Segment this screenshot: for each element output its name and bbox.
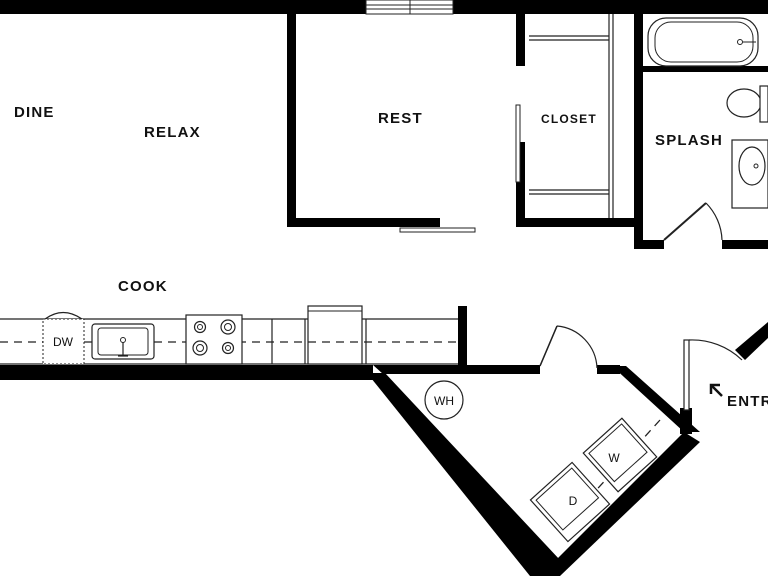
room-label-cook: COOK: [118, 278, 168, 295]
room-label-dine: DINE: [14, 104, 55, 121]
rest-west-wall: [287, 14, 296, 227]
laundry-bottom-wall: [540, 432, 700, 576]
sink: [731, 139, 768, 209]
room-label-entry: ENTRY: [727, 393, 768, 410]
water-heater: [424, 380, 464, 420]
closet: [515, 14, 614, 218]
laundry-right-wall: [612, 366, 700, 432]
laundry-door[interactable]: [539, 325, 598, 369]
bath-west-wall: [634, 14, 643, 249]
closet-west-wall-lower: [516, 142, 525, 227]
room-label-rest: REST: [378, 110, 423, 127]
water-heater-label: WH: [434, 394, 454, 408]
rest-sliding-door[interactable]: [399, 227, 476, 233]
kitchen-sink: [91, 323, 155, 360]
entry-door[interactable]: [683, 339, 743, 411]
bath-door[interactable]: [663, 202, 723, 241]
closet-west-wall-upper: [516, 14, 525, 66]
closet-south-wall: [516, 218, 637, 227]
rest-south-wall: [287, 218, 440, 227]
dryer-label: D: [569, 494, 578, 508]
top-wall-left: [0, 0, 366, 14]
kitchen-south-wall: [0, 365, 373, 380]
room-label-splash: SPLASH: [655, 132, 723, 149]
laundry: WH W D: [424, 325, 661, 543]
entry-wall-right: [735, 322, 768, 360]
laundry-top-wall: [373, 365, 540, 374]
entry-arrow-icon: [709, 383, 723, 397]
stove: [185, 314, 243, 365]
dishwasher-label: DW: [53, 335, 74, 349]
bath-north-wall: [643, 66, 768, 72]
refrigerator: [307, 305, 363, 365]
dryer: [529, 461, 611, 543]
counter-end-wall: [458, 306, 467, 366]
entry-wall-stub: [680, 408, 692, 434]
toilet: [726, 85, 768, 123]
washer-label: W: [608, 451, 620, 465]
dishwasher: DW: [42, 311, 85, 365]
bath-south-wall-right: [722, 240, 768, 249]
window-top: [365, 0, 454, 15]
bath-south-wall-left: [634, 240, 664, 249]
top-wall-right: [453, 0, 768, 14]
bathtub: [647, 17, 759, 67]
room-label-relax: RELAX: [144, 124, 201, 141]
closet-door-panel[interactable]: [515, 104, 521, 183]
bathroom-fixtures: [647, 17, 768, 209]
room-label-closet: CLOSET: [541, 112, 597, 126]
washer: [582, 417, 658, 493]
laundry-diagonal-wall: [367, 373, 560, 576]
